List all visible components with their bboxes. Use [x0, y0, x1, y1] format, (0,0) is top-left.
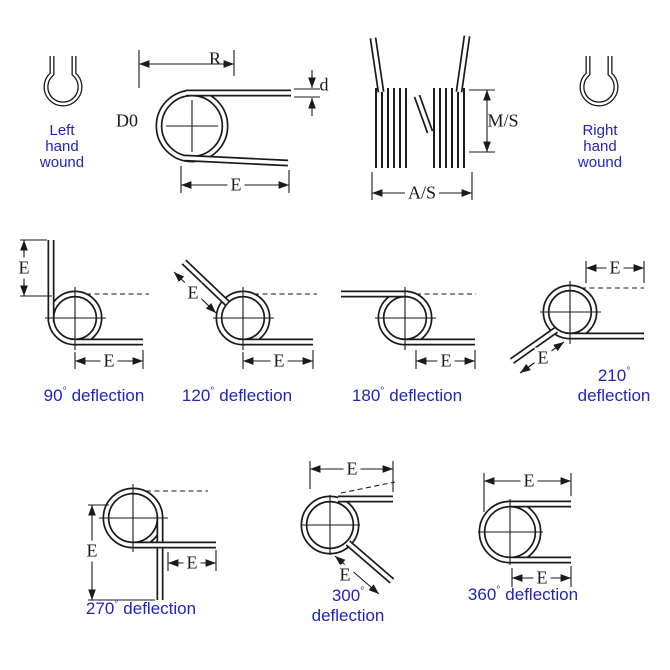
deflection-word: deflection: [505, 585, 579, 604]
left-hand-wound-symbol: [43, 56, 83, 107]
right-hand-wound-label: Right hand wound: [578, 123, 622, 171]
deflection-angle-line: 210°: [578, 362, 651, 386]
dim-label-e-main: E: [227, 174, 245, 196]
deflection-angle-line: 300°: [312, 582, 385, 606]
degree-symbol: °: [210, 386, 215, 397]
dim-label-e-120-diagonal: E: [184, 282, 202, 304]
dim-label-e-90-vertical: E: [15, 257, 33, 279]
free-position-dashed: [340, 481, 396, 494]
deflection-angle: 300: [331, 586, 361, 605]
center-lines: [45, 287, 106, 350]
deflection-label-270: 270° deflection: [86, 595, 196, 619]
center-lines: [540, 281, 601, 344]
center-lines: [375, 287, 436, 350]
dim-label-e-210-diagonal: E: [534, 347, 552, 369]
dim-label-e-360-top: E: [520, 470, 538, 492]
deflection-180-diagram: [341, 287, 476, 369]
deflection-label-120: 120° deflection: [182, 382, 292, 406]
deflection-360-diagram: [478, 473, 572, 587]
center-lines: [99, 484, 168, 552]
r-extension-lines: [138, 50, 235, 88]
degree-symbol: °: [626, 366, 631, 377]
dim-label-d: d: [319, 74, 329, 95]
degree-symbol: °: [62, 386, 67, 397]
deflection-210-diagram: [509, 261, 645, 374]
deflection-120-diagram: [173, 259, 317, 369]
deflection-angle: 120: [181, 386, 211, 405]
wound-label-line: Right: [582, 122, 618, 139]
dim-label-e-210-top: E: [606, 257, 624, 279]
deflection-label-180: 180° deflection: [352, 382, 462, 406]
degree-symbol: °: [496, 585, 501, 596]
deflection-90-diagram: [20, 239, 149, 369]
dim-label-e-180: E: [437, 350, 455, 372]
deflection-word: deflection: [219, 386, 293, 405]
dim-label-ms: M/S: [487, 110, 519, 131]
deflection-angle: 210: [597, 366, 627, 385]
center-lines: [301, 495, 360, 555]
degree-symbol: °: [360, 586, 365, 597]
left-hand-wound-label: Left hand wound: [40, 123, 84, 171]
deflection-angle: 90: [43, 386, 63, 405]
deflection-label-210: 210° deflection: [578, 362, 651, 406]
dim-label-e-90-horizontal: E: [100, 350, 118, 372]
deflection-270-diagram: [88, 484, 217, 601]
e-diag-dim-line: [334, 555, 380, 595]
dim-label-d0: D0: [116, 110, 138, 131]
degree-symbol: °: [114, 599, 119, 610]
spring-front-view: [138, 50, 320, 193]
dim-label-e-300-top: E: [343, 458, 361, 480]
deflection-angle: 270: [85, 599, 115, 618]
center-lines: [213, 287, 274, 350]
wound-label-line: hand: [45, 138, 79, 155]
wound-label-line: wound: [39, 154, 85, 171]
center-lines: [478, 499, 543, 565]
deflection-word: deflection: [389, 386, 463, 405]
dim-label-e-270-horizontal: E: [183, 552, 201, 574]
dim-label-as: A/S: [404, 182, 440, 204]
deflection-word: deflection: [123, 599, 197, 618]
degree-symbol: °: [380, 386, 385, 397]
right-hand-wound-symbol: [579, 56, 619, 107]
wound-label-line: Left: [49, 122, 75, 139]
deflection-angle: 360: [467, 585, 497, 604]
d-extension-lines: [294, 88, 320, 98]
deflection-label-300: 300° deflection: [312, 582, 385, 626]
center-lines: [166, 100, 218, 152]
deflection-label-90: 90° deflection: [44, 382, 145, 406]
dim-label-r: R: [208, 48, 222, 69]
dim-label-e-270-vertical: E: [83, 540, 101, 562]
dim-label-e-120-horizontal: E: [270, 350, 288, 372]
deflection-label-360: 360° deflection: [468, 581, 578, 605]
spring-side-view: [369, 35, 495, 200]
wound-label-line: hand: [583, 138, 617, 155]
deflection-angle: 180: [351, 386, 381, 405]
deflection-word: deflection: [577, 386, 651, 405]
wound-label-line: wound: [577, 154, 623, 171]
deflection-word: deflection: [71, 386, 145, 405]
deflection-word: deflection: [311, 606, 385, 625]
deflection-300-diagram: [300, 461, 396, 595]
